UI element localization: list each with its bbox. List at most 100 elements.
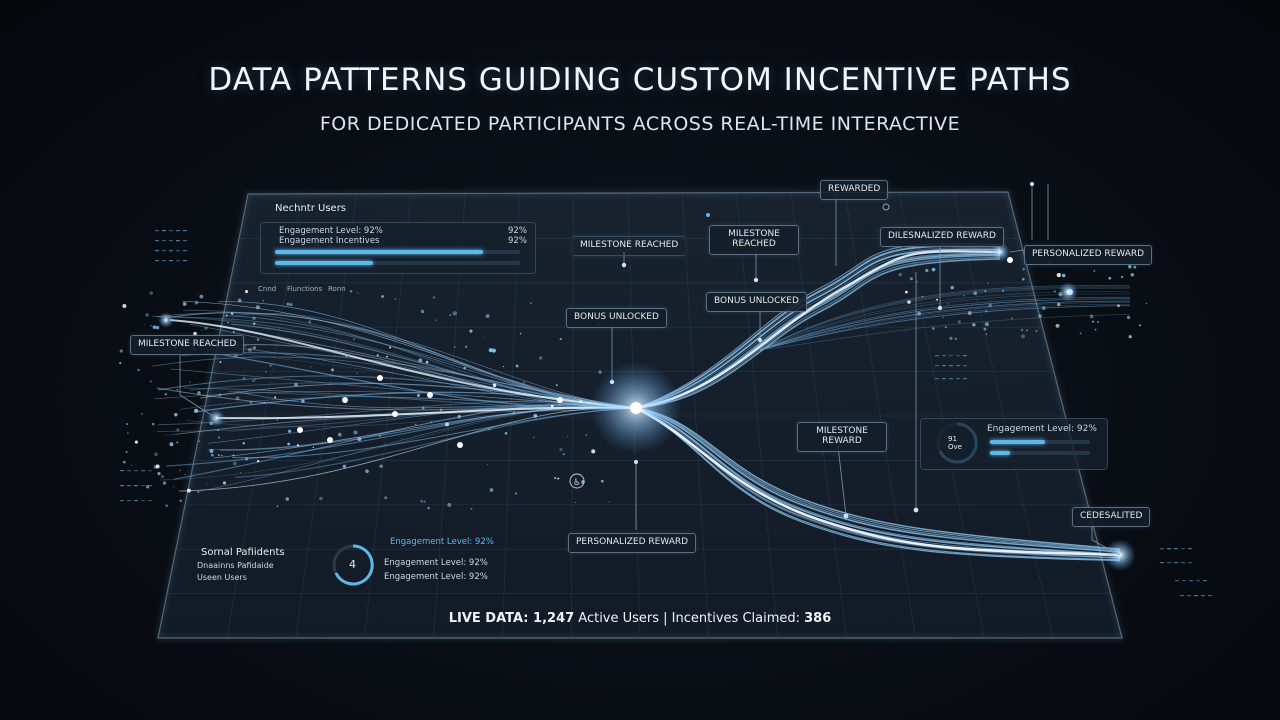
data-particle [204,326,208,331]
data-particle [189,381,191,383]
data-particle [345,353,349,357]
flow-strand [232,407,637,459]
data-particle [558,403,561,406]
tab-0[interactable]: Cnnd [258,285,277,293]
ticker-mark [183,260,187,262]
data-particle [127,432,129,434]
flow-strand [236,391,637,409]
tag-personalized-reward-right[interactable]: PERSONALIZED REWARD [1024,245,1153,265]
tag-milestone-reached-box[interactable]: MILESTONE REACHED [709,225,799,255]
data-particle [232,317,234,319]
tag-rewarded[interactable]: REWARDED [820,180,889,200]
data-particle [598,370,602,374]
tag-cedesalited[interactable]: CEDESALITED [1072,507,1151,527]
data-particle [131,464,133,466]
data-particle [122,460,126,464]
data-particle [420,309,425,314]
data-particle [342,464,347,469]
ticker-mark [1174,562,1178,564]
data-particle [173,486,175,488]
data-particle [257,460,260,463]
data-particle [464,345,468,349]
data-particle [1025,329,1028,332]
flow-strand [169,319,637,409]
data-particle [449,314,452,317]
data-particle [550,404,554,408]
engagement-panel-top-left [260,222,536,274]
tag-milestone-reached-top[interactable]: MILESTONE REACHED [572,236,687,256]
ticker-mark [134,485,138,487]
flow-strand [635,257,1001,409]
data-particle [591,449,596,454]
data-particle [151,422,155,426]
data-particle [217,429,220,431]
bottom-stat-3: Engagement Level: 92% [384,572,488,582]
data-particle [301,399,305,403]
data-particle [217,436,221,439]
data-particle [255,305,260,310]
data-particle [608,501,610,503]
flow-strand [635,407,1121,551]
data-particle [988,303,992,308]
tag-milestone-reached-left[interactable]: MILESTONE REACHED [130,335,245,355]
data-particle [264,370,267,373]
data-particle [1128,264,1132,269]
engagement-level-value: 92% [508,226,527,236]
data-particle [904,330,906,332]
data-particle [137,368,140,372]
data-particle [252,322,256,325]
data-particle [954,337,958,341]
data-particle [179,499,182,503]
tag-personalized-reward-top[interactable]: DILESNALIZED REWARD [880,227,1004,247]
data-particle [401,438,403,440]
data-particle [987,282,989,285]
data-particle [947,303,949,305]
data-particle [936,298,938,301]
ticker-mark [155,240,159,242]
ticker-mark [942,378,946,380]
bottom-stat-1: Engagement Level: 92% [390,537,494,547]
data-particle [365,469,369,473]
tag-bonus-unlocked-center[interactable]: BONUS UNLOCKED [566,308,667,328]
data-particle [276,505,279,508]
data-particle [176,428,180,432]
tag-personalized-reward-bottom[interactable]: PERSONALIZED REWARD [568,533,697,553]
data-particle [907,300,911,304]
ticker-mark [949,378,953,380]
data-particle [538,356,543,360]
data-particle [160,475,165,479]
data-particle [198,440,201,442]
data-particle [235,396,240,401]
flow-strand [759,303,1131,351]
flow-strand [759,313,1131,351]
ticker-mark [956,355,960,357]
data-particle [555,384,558,387]
tab-2[interactable]: Ronn [328,285,346,293]
ticker-mark [155,230,159,232]
data-particle [921,295,924,298]
data-particle [984,290,987,292]
data-particle [119,349,123,353]
data-particle [566,436,569,438]
data-particle [1041,306,1046,311]
flow-strand [635,407,1121,555]
data-particle [197,391,201,395]
data-particle [932,327,935,330]
data-node [377,375,383,381]
tab-1[interactable]: Fiunctions [287,285,323,293]
data-particle [134,440,138,444]
tag-bonus-unlocked-right[interactable]: BONUS UNLOCKED [706,292,807,312]
data-particle [174,413,178,417]
data-particle [256,338,260,341]
ticker-mark [935,378,939,380]
ticker-mark [134,470,138,472]
flow-strand [215,406,637,420]
flow-strand [635,250,1001,410]
data-particle [218,393,222,397]
flow-strand [181,352,637,409]
ticker-mark [956,365,960,367]
ticker-mark [1181,562,1185,564]
flow-strand [635,407,1121,556]
ticker-mark [169,260,173,262]
tag-milestone-reward[interactable]: MILESTONE REWARD [797,422,887,452]
